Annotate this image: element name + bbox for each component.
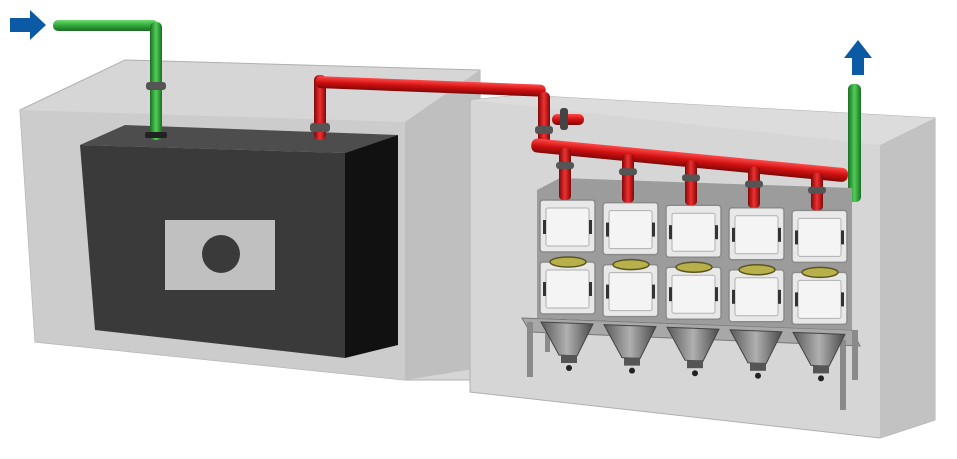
pipe-clamp [619, 168, 637, 176]
discharge-icon [755, 372, 761, 379]
pipe-clamp [682, 174, 700, 182]
hopper [603, 324, 657, 374]
panel-window [671, 212, 716, 252]
hopper [792, 331, 846, 382]
pipe-clamp [745, 180, 763, 188]
dust-collector [537, 178, 852, 330]
discharge-icon [818, 375, 824, 382]
panel-window [545, 207, 590, 247]
manifold-drop [745, 166, 763, 208]
latch-icon [669, 225, 672, 240]
manifold-drop [682, 160, 700, 206]
latch-icon [589, 220, 592, 234]
latch-icon [715, 225, 718, 240]
generator-unit [80, 125, 398, 358]
drop-pipe [559, 148, 571, 200]
filter-module [665, 204, 722, 320]
inlet-pipe [53, 20, 167, 140]
panel-window [797, 217, 842, 257]
arrow-up-icon [844, 40, 872, 75]
panel-window [545, 269, 590, 309]
manifold-pipe [531, 138, 848, 182]
collector-hoppers [540, 321, 846, 382]
panel-window [797, 279, 842, 319]
filter-bag-icon [612, 258, 650, 271]
hopper-valve [750, 362, 766, 371]
hopper-valve [624, 357, 640, 366]
inspection-port-icon [202, 235, 240, 273]
latch-icon [543, 282, 546, 296]
hopper [540, 321, 594, 371]
filter-bag-icon [801, 266, 839, 279]
latch-icon [778, 289, 781, 304]
hopper-valve [561, 355, 577, 363]
panel-window [608, 210, 653, 250]
panel-window [671, 274, 716, 314]
manifold-drop [619, 154, 637, 203]
hopper-valve [687, 360, 703, 369]
filter-bag-icon [549, 256, 587, 268]
arrow-right-icon [10, 10, 46, 40]
panel-window [608, 272, 653, 312]
latch-icon [606, 284, 609, 299]
panel-window [734, 215, 779, 255]
discharge-icon [629, 367, 635, 374]
hopper-valve [813, 365, 829, 374]
latch-icon [841, 230, 844, 245]
latch-icon [715, 287, 718, 302]
discharge-icon [692, 370, 698, 377]
filter-module [791, 209, 848, 326]
latch-icon [795, 230, 798, 245]
outlet-pipe [848, 84, 861, 202]
filter-bag-icon [738, 264, 776, 276]
drop-pipe [622, 154, 634, 203]
drop-pipe [685, 160, 697, 206]
filter-module [602, 201, 659, 318]
pipe-clamp [556, 162, 574, 169]
latch-icon [732, 289, 735, 304]
hopper [729, 329, 783, 379]
hopper [666, 326, 720, 377]
latch-icon [543, 220, 546, 234]
filter-module [539, 199, 596, 315]
latch-icon [652, 222, 655, 237]
pipe-clamp [808, 186, 826, 194]
manifold-drops [556, 148, 826, 211]
manifold-drop [808, 172, 826, 211]
filter-bag-icon [675, 261, 713, 273]
discharge-icon [566, 365, 572, 371]
panel-window [734, 277, 779, 317]
latch-icon [795, 292, 798, 307]
latch-icon [732, 227, 735, 242]
manifold-drop [556, 148, 574, 200]
filter-module [728, 207, 785, 323]
latch-icon [778, 227, 781, 242]
latch-icon [606, 222, 609, 237]
latch-icon [652, 284, 655, 299]
hot-gas-pipe [310, 75, 584, 147]
latch-icon [841, 292, 844, 307]
latch-icon [589, 282, 592, 296]
latch-icon [669, 287, 672, 302]
